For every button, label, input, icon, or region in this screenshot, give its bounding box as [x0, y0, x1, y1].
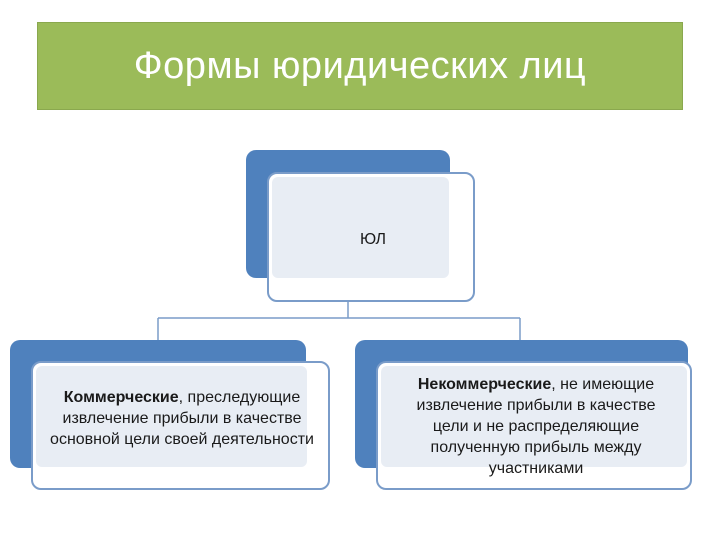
root-node-fill — [272, 177, 449, 278]
commercial-node: Коммерческие, преследующие извлечение пр… — [31, 361, 330, 490]
commercial-description: , преследующие извлечение прибыли в каче… — [50, 389, 314, 448]
noncommercial-term: Некоммерческие — [417, 376, 552, 393]
commercial-node-fill — [36, 366, 307, 467]
root-node-label: ЮЛ — [360, 231, 386, 248]
noncommercial-node-text: Некоммерческие, не имеющие извлечение пр… — [400, 374, 672, 479]
noncommercial-node-fill — [381, 366, 687, 467]
title-banner: Формы юридических лиц — [37, 22, 683, 110]
noncommercial-description: , не имеющие извлечение прибыли в качест… — [416, 376, 656, 477]
noncommercial-node: Некоммерческие, не имеющие извлечение пр… — [376, 361, 692, 490]
commercial-term: Коммерческие — [63, 389, 179, 406]
commercial-node-text: Коммерческие, преследующие извлечение пр… — [39, 387, 325, 450]
diagram-title: Формы юридических лиц — [133, 44, 587, 87]
root-node: ЮЛ — [267, 172, 475, 302]
